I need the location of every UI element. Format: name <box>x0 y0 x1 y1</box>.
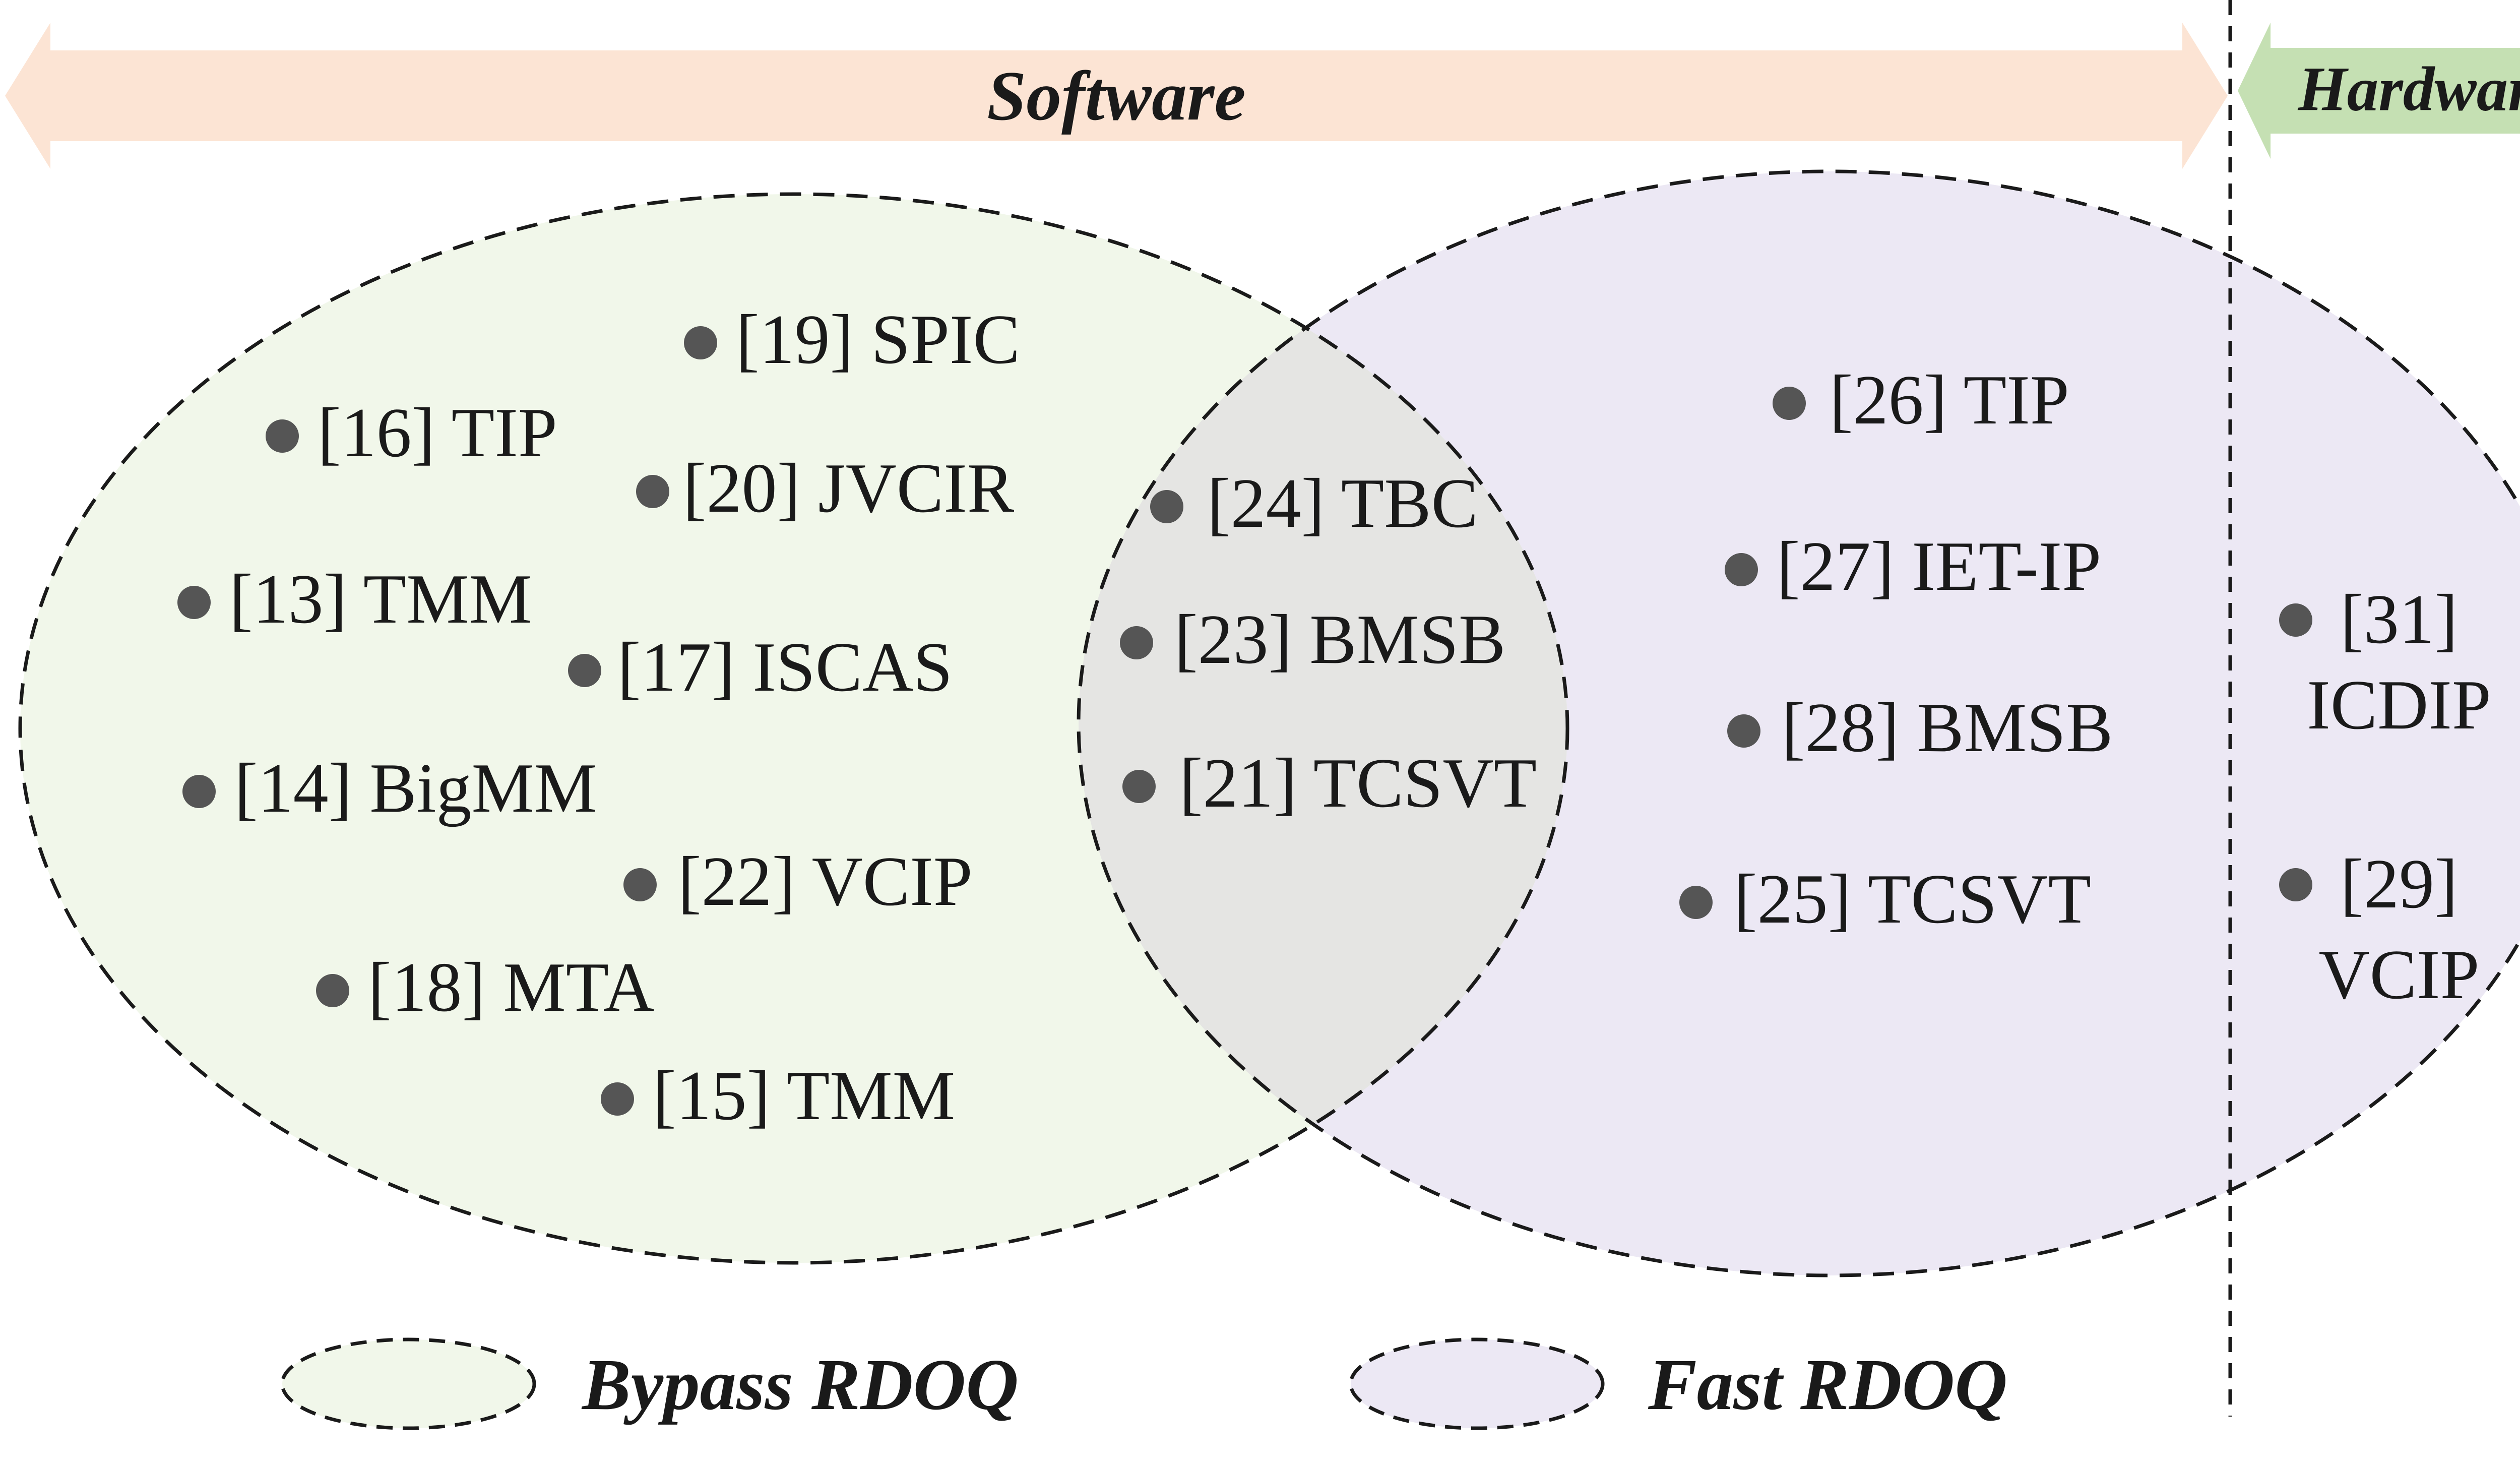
ref-dot <box>177 586 211 619</box>
ref-label: [23] BMSB <box>1174 600 1505 679</box>
ref-label: [16] TIP <box>318 394 557 472</box>
legend-bypass-label: Bypass RDOQ <box>581 1345 1019 1425</box>
ref-dot <box>1725 553 1758 586</box>
ref-venue: VCIP <box>2319 936 2480 1014</box>
ref-dot <box>1122 770 1156 803</box>
ref-dot <box>316 974 349 1007</box>
ref-label: [27] IET-IP <box>1777 527 2101 605</box>
ref-dot <box>623 868 657 901</box>
ref-dot <box>1120 626 1153 659</box>
fast-hardware-refs: [31] ICDIP [29] VCIP <box>2279 580 2491 1014</box>
ref-label: [18] MTA <box>368 948 654 1026</box>
ref-dot <box>636 475 669 508</box>
legend-bypass-swatch <box>280 1337 536 1430</box>
ref-label: [26] TIP <box>1830 361 2069 439</box>
software-arrow <box>5 23 2228 169</box>
ref-label: [14] BigMM <box>234 749 597 827</box>
ref-label: [21] TCSVT <box>1179 744 1537 822</box>
ref-dot <box>601 1082 634 1116</box>
ref-dot <box>266 419 299 453</box>
ref-label: [17] ISCAS <box>617 628 953 706</box>
overlap-refs: [24] TBC [23] BMSB [21] TCSVT <box>1120 464 1537 822</box>
ref-label: [19] SPIC <box>736 300 1020 379</box>
bypass-only-refs: [19] SPIC [16] TIP [20] JVCIR [13] TMM [… <box>177 300 1020 1135</box>
ref-number: [29] <box>2340 845 2458 923</box>
ref-label: [22] VCIP <box>678 842 973 921</box>
legend-fast-swatch <box>1349 1337 1605 1430</box>
ref-label: [15] TMM <box>653 1057 955 1135</box>
software-label: Software <box>987 57 1245 135</box>
ref-dot <box>2279 868 2312 901</box>
legend: Bypass RDOQ Fast RDOQ <box>280 1337 2007 1430</box>
legend-fast-label: Fast RDOQ <box>1648 1345 2007 1425</box>
ref-venue: ICDIP <box>2307 666 2491 744</box>
ref-dot <box>182 775 216 808</box>
ref-dot <box>1679 886 1713 919</box>
ref-number: [31] <box>2340 580 2458 658</box>
ref-label: [24] TBC <box>1207 464 1478 542</box>
hardware-arrow <box>2238 23 2520 159</box>
ref-dot <box>684 326 717 359</box>
ref-dot <box>1773 387 1806 420</box>
fast-software-refs: [26] TIP [27] IET-IP [28] BMSB [25] TCSV… <box>1679 361 2113 938</box>
ref-dot <box>1727 714 1760 748</box>
bypass-rdoq-outline <box>18 192 1569 1265</box>
ref-label: [20] JVCIR <box>683 449 1015 527</box>
ref-dot <box>568 654 601 687</box>
ref-label: [25] TCSVT <box>1734 860 2091 938</box>
ref-label: [28] BMSB <box>1782 689 2113 767</box>
ref-dot <box>2279 603 2312 637</box>
hardware-label: Hardware <box>2298 55 2520 125</box>
ref-label: [13] TMM <box>229 560 532 638</box>
ref-dot <box>1150 490 1183 523</box>
